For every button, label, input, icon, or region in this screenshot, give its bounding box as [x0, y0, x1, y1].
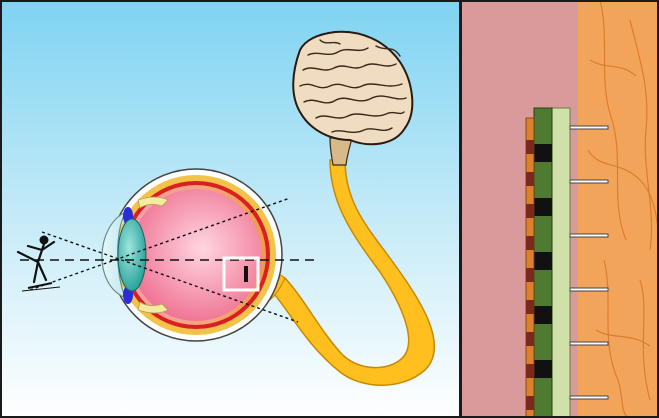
electrode: [570, 126, 608, 129]
electrode: [570, 342, 608, 345]
lens: [118, 219, 146, 291]
electrode: [570, 288, 608, 291]
implant-marker: [244, 266, 248, 282]
implant-light-strip: [552, 108, 570, 418]
implant-orange-segments: [526, 140, 534, 410]
skater-head: [40, 236, 48, 244]
left-panel: [1, 1, 460, 417]
right-panel: [460, 0, 658, 418]
electrode: [570, 396, 608, 399]
electrode: [570, 180, 608, 183]
right-tissue-orange: [578, 1, 658, 417]
vitreous: [130, 189, 262, 321]
electrode: [570, 234, 608, 237]
